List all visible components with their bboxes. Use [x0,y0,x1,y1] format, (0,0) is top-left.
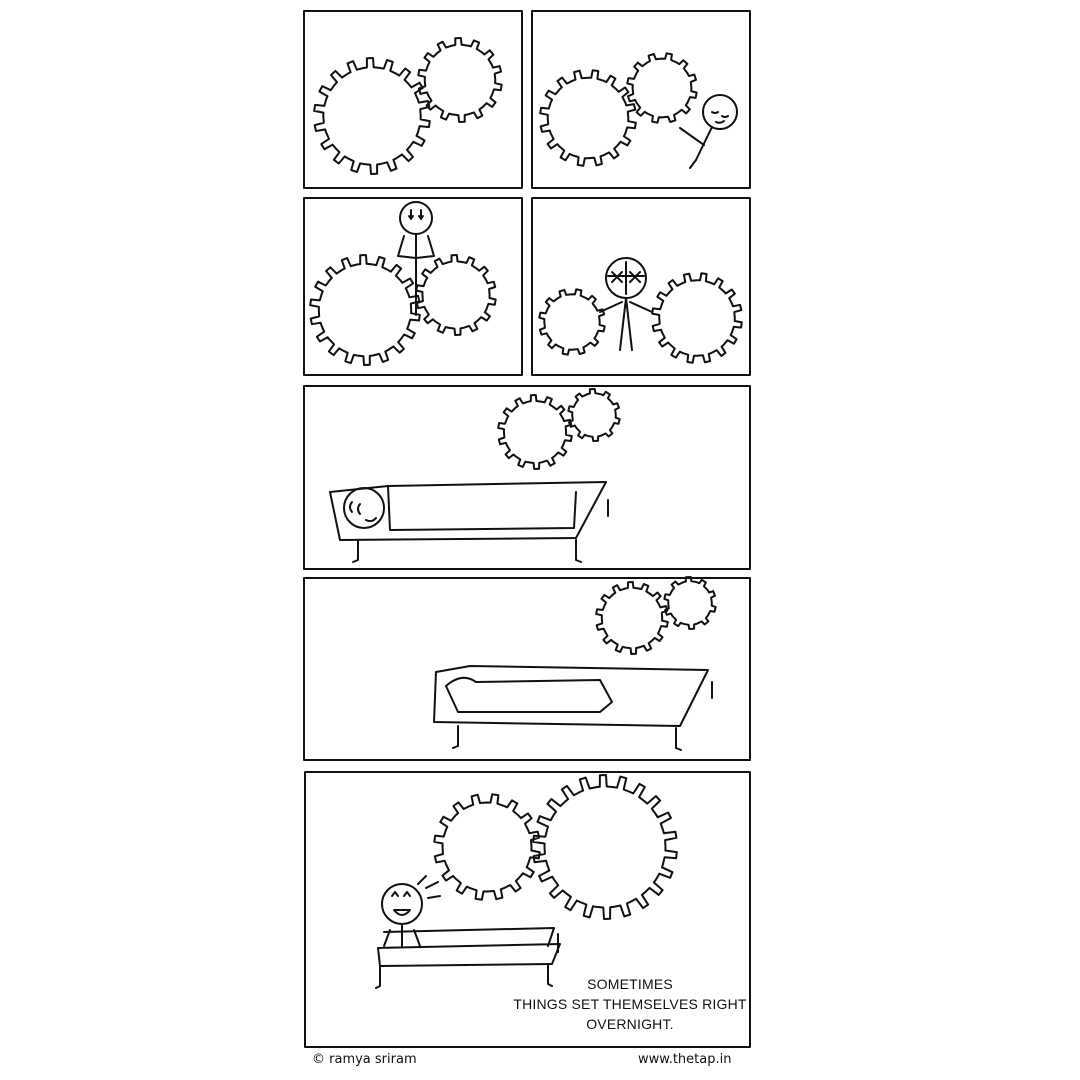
copyright-credit: © ramya sriram [312,1052,417,1067]
caption-line-1: SOMETIMES [587,976,673,992]
bed-with-sleeper-2 [433,665,713,751]
gear-icon [567,388,621,442]
comic-panel-1 [303,10,523,189]
gear-icon [433,793,541,901]
caption-line-2: THINGS SET THEMSELVES RIGHT [513,996,747,1012]
gear-icon [313,57,431,175]
gear-icon [595,581,669,655]
comic-panel-4 [531,197,751,376]
comic-panel-2 [531,10,751,189]
comic-panel-5 [303,385,751,570]
gear-icon [626,52,698,124]
gear-icon [417,37,503,123]
stick-figure-happy-awake [375,875,561,989]
gear-icon [532,774,678,920]
website-link[interactable]: www.thetap.in [638,1052,732,1067]
comic-panel-6 [303,577,751,761]
caption-line-3: OVERNIGHT. [586,1016,674,1032]
stick-figure-frustrated [599,257,653,351]
comic-panel-3 [303,197,523,376]
gear-icon [497,394,573,470]
caption: SOMETIMES THINGS SET THEMSELVES RIGHT OV… [505,974,755,1034]
stick-figure-peeking [679,94,738,169]
stick-figure-worried [397,201,435,316]
comic-panel-7 [304,771,751,1048]
gear-icon [538,288,606,356]
gear-icon [663,576,717,630]
bed-with-sleeper-1 [329,481,609,563]
gear-icon [415,254,497,336]
gear-icon [651,272,743,364]
gear-icon [539,69,637,167]
gear-icon [309,254,421,366]
